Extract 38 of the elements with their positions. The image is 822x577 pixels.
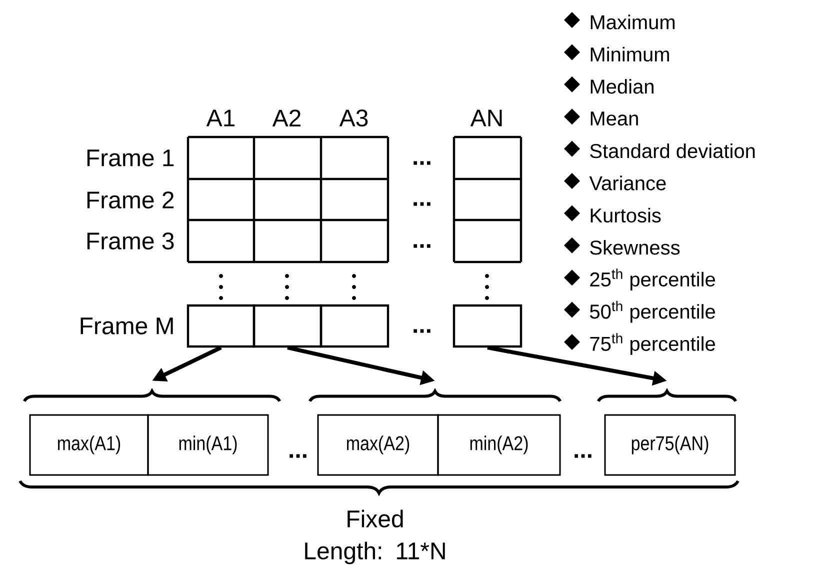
axis-label: Frame 1 xyxy=(87,150,174,166)
list-item: 75$^{th}$ percentile xyxy=(590,333,715,355)
list-item: 50$^{th}$ percentile xyxy=(590,300,715,323)
list-item: Median xyxy=(590,79,654,94)
ellipsis: ... xyxy=(414,202,430,206)
list-item: Variance xyxy=(589,176,666,190)
feature-box: min(A2) xyxy=(437,414,561,476)
ellipsis: ... xyxy=(414,329,430,333)
ellipsis: ... xyxy=(574,454,592,458)
axis-label: Frame 3 xyxy=(87,232,174,250)
list-item: Kurtosis xyxy=(590,208,661,223)
total-length-label: Fixed Length: 11*N xyxy=(305,510,445,564)
ellipsis: ... xyxy=(290,454,306,458)
cell-box xyxy=(452,304,522,348)
list-item: Minimum xyxy=(590,46,669,62)
cell-box xyxy=(320,304,390,348)
feature-box: max(A2) xyxy=(317,414,439,476)
curly-brace xyxy=(597,390,737,402)
cell-box xyxy=(252,304,322,348)
ellipsis: ... xyxy=(414,244,430,248)
list-item: Maximum xyxy=(590,14,675,30)
axis-label: A1 xyxy=(206,110,234,126)
ellipsis: ... xyxy=(414,161,430,165)
curly-brace xyxy=(308,390,562,402)
axis-label: A3 xyxy=(339,110,368,126)
axis-label: Frame 2 xyxy=(87,192,174,208)
feature-box: per75(AN) xyxy=(604,414,736,476)
list-item: Standard deviation xyxy=(590,143,755,158)
axis-label: A2 xyxy=(272,110,300,126)
feature-box: max(A1) xyxy=(29,414,149,476)
cell-box xyxy=(186,304,256,348)
list-item: 25$^{th}$ percentile xyxy=(590,268,715,290)
list-item: Mean xyxy=(590,112,638,126)
feature-box: min(A1) xyxy=(147,414,269,476)
axis-label: Frame M xyxy=(80,318,173,334)
list-item: Skewness xyxy=(590,240,680,255)
axis-label: AN xyxy=(470,110,502,126)
curly-brace xyxy=(23,390,281,402)
